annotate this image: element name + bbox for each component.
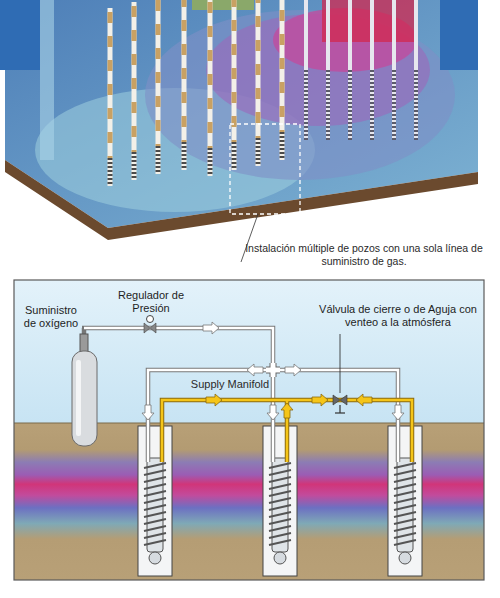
well-cross-section	[263, 426, 297, 576]
flow-arrows	[203, 322, 219, 334]
well-cross-section	[138, 426, 172, 576]
well-cross-section	[144, 463, 166, 545]
detail-panel	[14, 280, 484, 580]
well-cross-section	[285, 426, 290, 462]
injection-wells	[350, 0, 351, 140]
soil-block	[322, 0, 414, 42]
node-label: Regulador de Presión	[115, 289, 187, 315]
injection-wells	[110, 0, 416, 186]
flow-arrows	[247, 364, 263, 376]
needle-valve-symbol	[333, 334, 347, 413]
injection-wells	[282, 0, 283, 160]
well-cross-section	[399, 552, 411, 564]
needle-valve-symbol	[340, 334, 341, 393]
gas-line	[102, 326, 115, 331]
gas-pipe	[84, 327, 102, 330]
cylinder-highlight	[76, 360, 81, 436]
well-cross-section	[274, 552, 286, 564]
injection-wells	[306, 0, 307, 140]
node-label: Válvula de cierre o de Aguja con venteo …	[312, 303, 484, 329]
regulator-gauge	[147, 316, 154, 323]
well-cross-section	[388, 426, 422, 576]
pipe-core	[102, 327, 115, 330]
manifold-label: Supply Manifold	[182, 378, 278, 391]
needle-valve: Válvula de cierre o de Aguja con venteo …	[312, 303, 484, 333]
injection-wells	[258, 0, 259, 166]
well-cross-section	[286, 426, 289, 462]
flow-arrows	[312, 394, 328, 406]
needle-valve-symbol	[335, 412, 345, 413]
caption: Instalación múltiple de pozos con una so…	[243, 242, 485, 268]
injection-wells	[134, 2, 135, 180]
injection-wells	[234, 0, 235, 170]
well-cross-section	[394, 463, 416, 545]
well-cross-section	[272, 426, 275, 462]
detail-outline	[230, 124, 300, 262]
supply-pipes	[266, 363, 280, 377]
supply-pipes	[148, 328, 398, 426]
well-cross-section	[138, 426, 172, 576]
flow-arrows	[267, 405, 279, 420]
soil-block	[440, 0, 478, 70]
injection-wells	[394, 0, 395, 140]
flow-arrows	[392, 405, 404, 420]
flow-arrows	[285, 364, 301, 376]
node-label: Suministro de oxígeno	[22, 304, 80, 330]
well-cross-section	[147, 426, 150, 462]
injection-wells	[328, 0, 329, 140]
regulator-symbol	[144, 323, 156, 333]
pressure-regulator: Regulador de Presión	[115, 289, 187, 336]
injection-wells	[416, 0, 417, 140]
flow-arrows	[142, 322, 404, 420]
vent-pipes	[162, 400, 412, 426]
well-cross-section	[388, 426, 422, 576]
detail-panel	[14, 280, 484, 580]
well-cross-section	[263, 426, 297, 576]
soil-block	[40, 0, 54, 160]
supply-pipes	[266, 363, 280, 377]
flow-arrows	[281, 403, 293, 418]
injection-wells	[184, 0, 185, 170]
soil-block	[0, 0, 40, 70]
needle-valve-symbol	[339, 405, 340, 413]
soil-block	[5, 160, 478, 240]
gas-pipe	[82, 326, 102, 331]
needle-valve-symbol	[333, 395, 347, 405]
supply-pipes	[148, 328, 398, 426]
injection-wells	[210, 0, 211, 176]
flow-arrows	[206, 394, 222, 406]
supply-pipes	[148, 328, 398, 426]
vent-pipes	[162, 400, 412, 426]
oxygen-cylinder: Suministro de oxígeno	[22, 304, 102, 446]
flow-arrows	[142, 405, 154, 420]
soil-block	[192, 0, 254, 10]
detail-outline	[230, 124, 300, 214]
soil-block	[0, 0, 478, 240]
well-cross-section	[160, 426, 165, 462]
injection-wells	[372, 0, 373, 140]
well-cross-section	[397, 426, 400, 462]
flow-arrows	[356, 394, 372, 406]
injection-wells	[110, 8, 111, 186]
well-cross-section	[410, 426, 415, 462]
cylinder-body	[72, 351, 97, 446]
detail-panel	[14, 423, 484, 580]
well-cross-section	[161, 426, 164, 462]
well-cross-section	[269, 463, 291, 545]
detail-panel	[14, 280, 484, 580]
vent-pipes	[162, 400, 412, 426]
well-cross-section	[146, 426, 151, 462]
well-cross-section	[396, 426, 401, 462]
well-cross-section	[149, 552, 161, 564]
well-cross-section	[271, 426, 276, 462]
injection-wells	[158, 0, 159, 174]
well-cross-section	[411, 426, 414, 462]
detail-outline	[241, 214, 258, 262]
